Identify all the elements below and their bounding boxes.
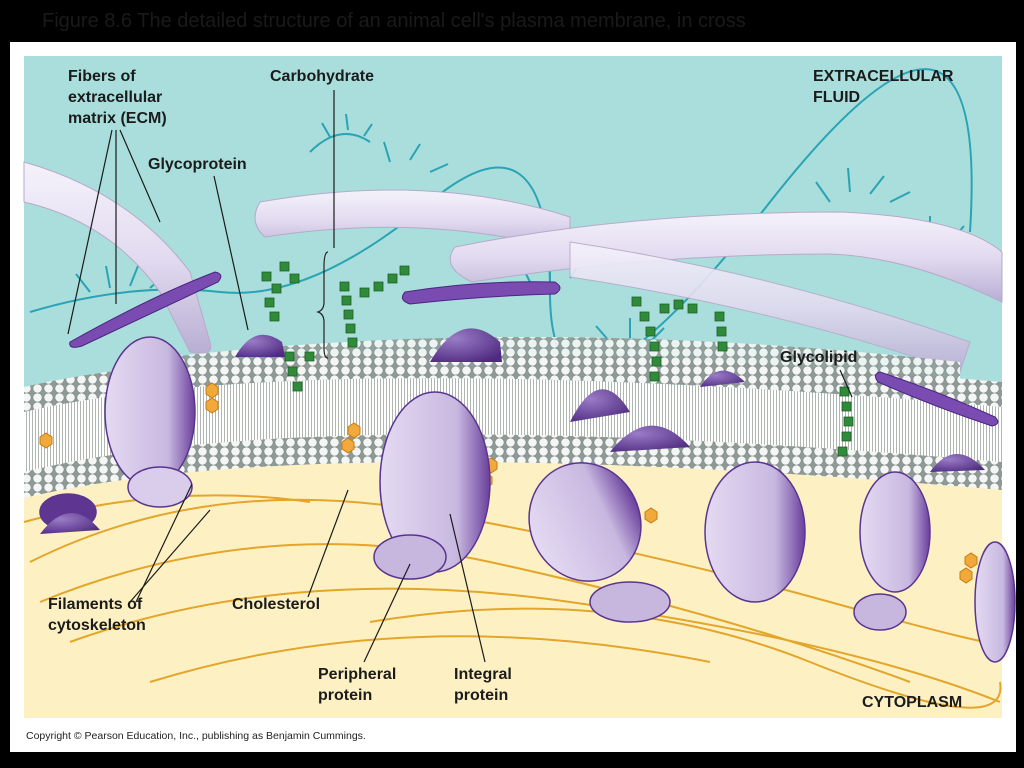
integral-proteins bbox=[104, 336, 1016, 663]
membrane-illustration bbox=[23, 56, 1016, 718]
label-glycolipid: Glycolipid bbox=[780, 349, 858, 366]
label-cytoskeleton-filaments: Filaments of cytoskeleton bbox=[48, 596, 146, 634]
label-carbohydrate: Carbohydrate bbox=[270, 68, 375, 85]
label-integral-protein: Integral protein bbox=[454, 666, 512, 704]
label-leader-lines bbox=[67, 90, 853, 663]
carbohydrate-bracket bbox=[316, 251, 329, 359]
membrane-figure: Fibers of extracellular matrix (ECM) Car… bbox=[10, 42, 1016, 752]
slide-title: Figure 8.6 The detailed structure of an … bbox=[42, 10, 746, 32]
copyright-notice: Copyright © Pearson Education, Inc., pub… bbox=[26, 730, 366, 742]
label-extracellular-fluid: EXTRACELLULAR FLUID bbox=[813, 68, 954, 106]
label-cholesterol: Cholesterol bbox=[232, 596, 321, 613]
label-glycoprotein: Glycoprotein bbox=[148, 156, 247, 173]
carbohydrate-chains bbox=[261, 261, 854, 457]
surface-rods bbox=[69, 271, 999, 427]
cytoplasm-region bbox=[24, 482, 1002, 718]
label-cytoplasm: CYTOPLASM bbox=[862, 694, 963, 711]
label-peripheral-protein: Peripheral protein bbox=[318, 666, 397, 704]
label-ecm-fibers: Fibers of extracellular matrix (ECM) bbox=[68, 68, 167, 127]
glycoprotein-domes bbox=[40, 328, 985, 534]
phospholipid-bilayer bbox=[24, 337, 1002, 498]
